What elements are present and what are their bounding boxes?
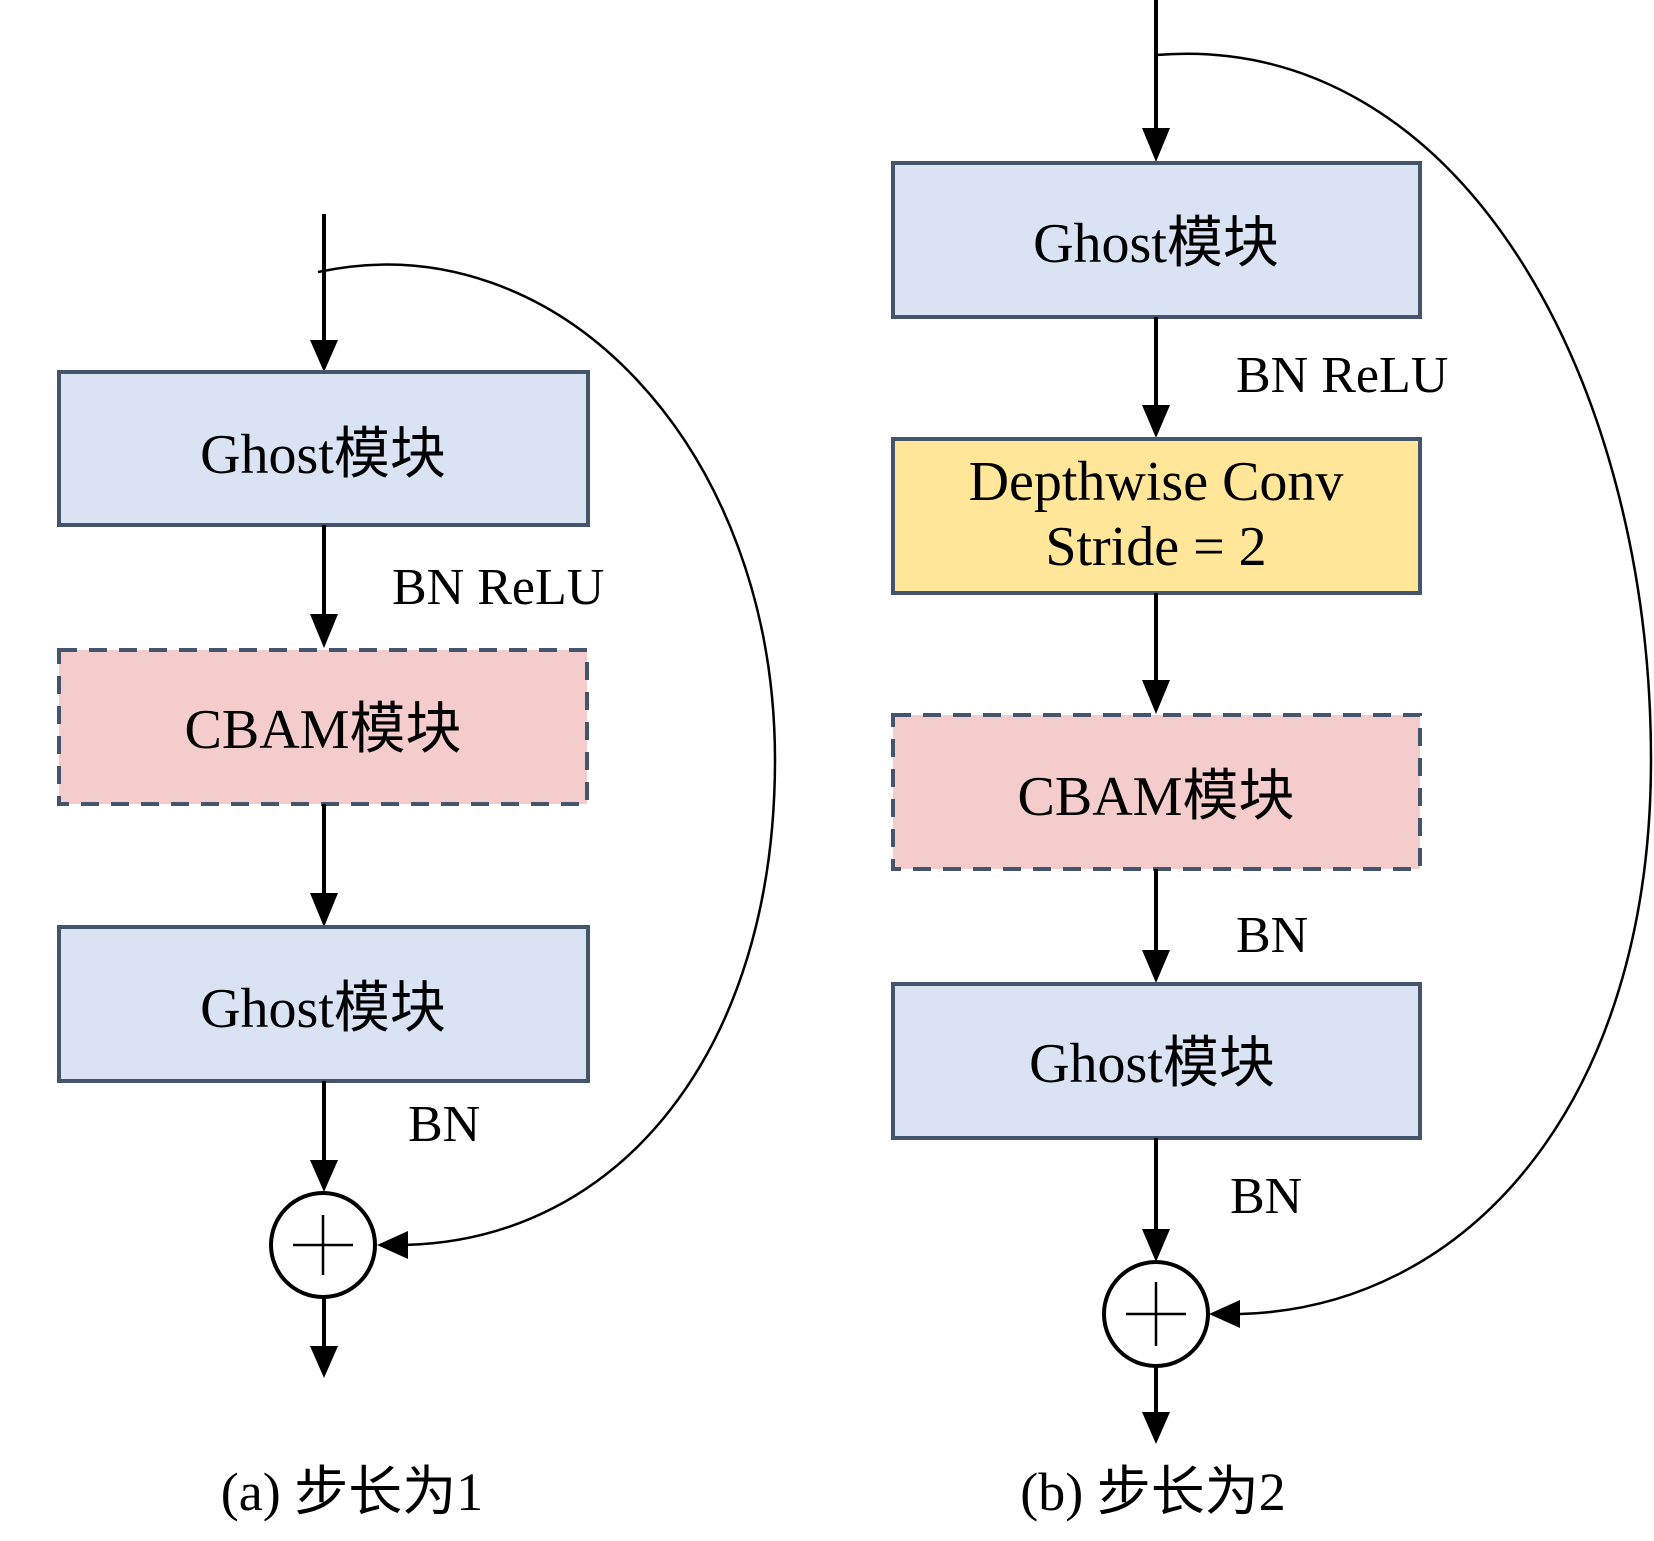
arrowhead-icon	[310, 340, 338, 372]
block-label: Ghost模块	[200, 424, 446, 486]
arrowhead-icon	[1142, 1412, 1170, 1444]
edge-label-bn-relu: BN ReLU	[1236, 347, 1448, 404]
block-label: Ghost模块	[200, 978, 446, 1040]
cbam-module-block: CBAM模块	[57, 648, 589, 806]
arrowhead-icon	[310, 1346, 338, 1378]
block-label: CBAM模块	[1018, 766, 1295, 828]
ghost-module-block: Ghost模块	[891, 161, 1422, 319]
panel-b: Ghost模块 BN ReLU Depthwise Conv Stride = …	[891, 0, 1653, 1522]
skip-connection-curve	[1155, 52, 1653, 1316]
panel-a: Ghost模块 BN ReLU CBAM模块 Ghost模块 BN	[57, 214, 777, 1522]
block-label-line1: Depthwise Conv	[969, 451, 1344, 513]
arrowhead-icon	[1142, 405, 1170, 438]
arrowhead-icon	[310, 614, 338, 648]
block-label: Ghost模块	[1029, 1033, 1275, 1095]
arrowhead-icon	[310, 1160, 338, 1192]
depthwise-conv-block: Depthwise Conv Stride = 2	[891, 437, 1422, 595]
ghost-module-block: Ghost模块	[891, 982, 1422, 1140]
panel-caption: (a) 步长为1	[221, 1462, 483, 1522]
block-label: CBAM模块	[185, 699, 462, 761]
arrowhead-icon	[310, 893, 338, 927]
add-node	[1102, 1260, 1210, 1368]
arrowhead-icon	[377, 1231, 408, 1259]
arrowhead-icon	[1142, 1229, 1170, 1262]
arrowhead-icon	[1142, 950, 1170, 983]
edge-label-bn: BN	[1230, 1168, 1302, 1225]
add-node	[269, 1191, 377, 1299]
skip-connection-curve	[317, 263, 777, 1247]
edge-label-bn: BN	[408, 1096, 480, 1153]
ghost-module-block: Ghost模块	[57, 925, 590, 1083]
block-label: Ghost模块	[1033, 213, 1279, 275]
panel-caption: (b) 步长为2	[1020, 1462, 1285, 1522]
arrowhead-icon	[1142, 128, 1170, 162]
ghost-module-block: Ghost模块	[57, 370, 590, 527]
edge-label-bn: BN	[1236, 907, 1308, 964]
cbam-module-block: CBAM模块	[891, 713, 1422, 871]
arrowhead-icon	[1142, 680, 1170, 714]
block-label-line2: Stride = 2	[1045, 516, 1266, 578]
edge-label-bn-relu: BN ReLU	[392, 559, 604, 616]
arrowhead-icon	[1209, 1300, 1240, 1328]
